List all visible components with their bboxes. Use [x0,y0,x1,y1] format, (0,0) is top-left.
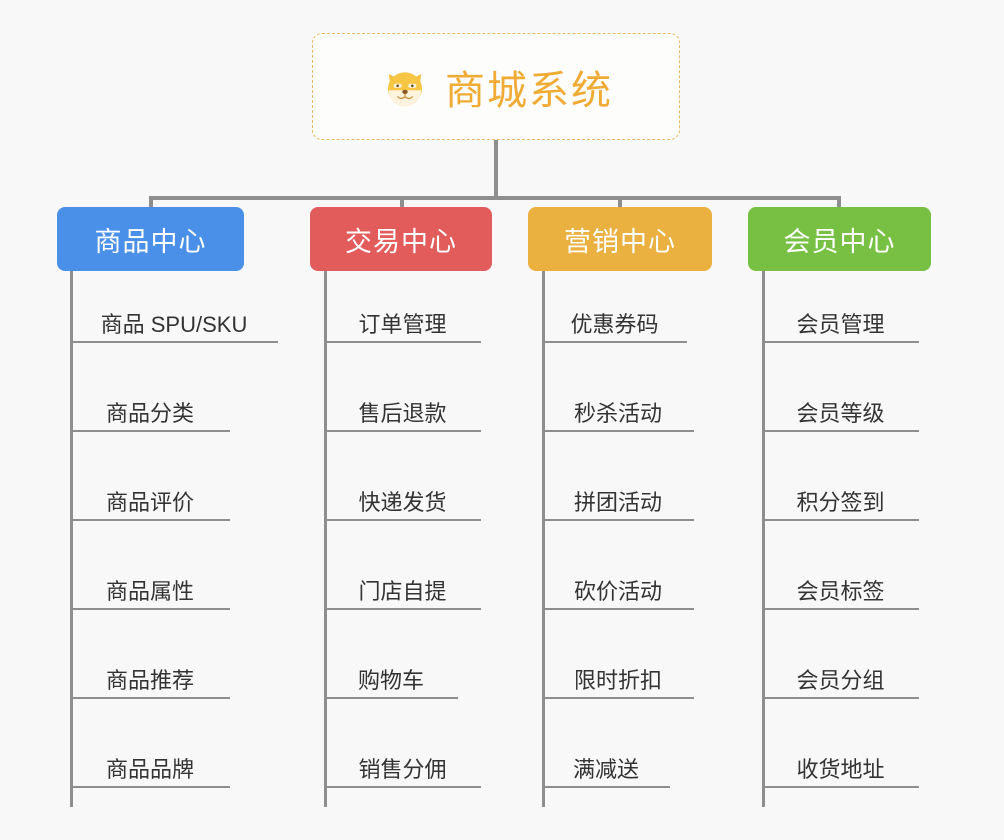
category-box-marketing[interactable]: 营销中心 [528,207,712,271]
leaf-label: 会员分组 [796,667,885,693]
leaf-item[interactable]: 订单管理 [324,299,481,343]
leaf-item[interactable]: 积分签到 [762,477,919,521]
leaf-label: 会员管理 [796,311,885,337]
root-title: 商城系统 [445,68,613,113]
connector-drop-member [837,196,841,212]
leaf-label: 订单管理 [358,311,447,337]
leaf-column-product: 商品 SPU/SKU 商品分类 商品评价 商品属性 商品推荐 商品品牌 [70,295,280,807]
leaf-item[interactable]: 快递发货 [324,477,481,521]
leaf-item[interactable]: 会员标签 [762,566,919,610]
leaf-item[interactable]: 砍价活动 [542,566,694,610]
connector-spine-top-trade [324,271,327,295]
leaf-item[interactable]: 秒杀活动 [542,388,694,432]
category-label-product: 商品中心 [94,226,207,257]
category-box-product[interactable]: 商品中心 [57,207,244,271]
leaf-label: 购物车 [357,667,424,693]
leaf-label: 快递发货 [358,489,447,515]
connector-horizontal-bus [149,196,841,200]
leaf-label: 满减送 [572,756,639,782]
connector-spine-top-member [762,271,765,295]
leaf-label: 优惠券码 [570,311,659,337]
connector-spine-top-marketing [542,271,545,295]
leaf-spine-trade [324,295,327,807]
leaf-label: 收货地址 [796,756,885,782]
leaf-item[interactable]: 商品 SPU/SKU [70,299,278,343]
leaf-item[interactable]: 会员管理 [762,299,919,343]
category-label-member: 会员中心 [783,226,896,257]
leaf-label: 商品品牌 [105,756,194,782]
leaf-item[interactable]: 优惠券码 [542,299,687,343]
connector-drop-product [149,196,153,212]
root-node[interactable]: 商城系统 [312,33,680,140]
leaf-label: 商品属性 [105,578,194,604]
leaf-label: 会员标签 [796,578,885,604]
leaf-item[interactable]: 会员分组 [762,655,919,699]
leaf-item[interactable]: 商品属性 [70,566,230,610]
leaf-item[interactable]: 销售分佣 [324,744,481,788]
category-box-member[interactable]: 会员中心 [748,207,931,271]
connector-drop-trade [400,196,404,212]
leaf-label: 限时折扣 [573,667,662,693]
category-box-trade[interactable]: 交易中心 [310,207,492,271]
leaf-item[interactable]: 门店自提 [324,566,481,610]
leaf-item[interactable]: 售后退款 [324,388,481,432]
shiba-dog-face-icon [379,61,431,113]
category-label-marketing: 营销中心 [564,226,676,257]
leaf-label: 积分签到 [796,489,885,515]
leaf-label: 销售分佣 [358,756,447,782]
leaf-item[interactable]: 商品推荐 [70,655,230,699]
leaf-label: 售后退款 [358,400,447,426]
category-label-trade: 交易中心 [345,226,457,257]
leaf-item[interactable]: 限时折扣 [542,655,694,699]
leaf-item[interactable]: 会员等级 [762,388,919,432]
leaf-item[interactable]: 拼团活动 [542,477,694,521]
leaf-spine-product [70,295,73,807]
leaf-spine-marketing [542,295,545,807]
leaf-item[interactable]: 满减送 [542,744,670,788]
leaf-label: 拼团活动 [573,489,662,515]
leaf-column-trade: 订单管理 售后退款 快递发货 门店自提 购物车 销售分佣 [324,295,484,807]
leaf-label: 商品分类 [105,400,194,426]
leaf-label: 商品推荐 [105,667,194,693]
leaf-label: 商品 SPU/SKU [100,311,248,337]
leaf-item[interactable]: 商品分类 [70,388,230,432]
leaf-label: 秒杀活动 [573,400,662,426]
leaf-label: 门店自提 [358,578,447,604]
leaf-column-member: 会员管理 会员等级 积分签到 会员标签 会员分组 收货地址 [762,295,922,807]
connector-spine-top-product [70,271,73,295]
leaf-label: 砍价活动 [573,578,662,604]
connector-drop-marketing [618,196,622,212]
leaf-item[interactable]: 商品品牌 [70,744,230,788]
leaf-spine-member [762,295,765,807]
leaf-label: 商品评价 [105,489,194,515]
connector-root-stem [494,140,498,198]
leaf-label: 会员等级 [796,400,885,426]
leaf-column-marketing: 优惠券码 秒杀活动 拼团活动 砍价活动 限时折扣 满减送 [542,295,702,807]
leaf-item[interactable]: 购物车 [324,655,458,699]
leaf-item[interactable]: 商品评价 [70,477,230,521]
leaf-item[interactable]: 收货地址 [762,744,919,788]
